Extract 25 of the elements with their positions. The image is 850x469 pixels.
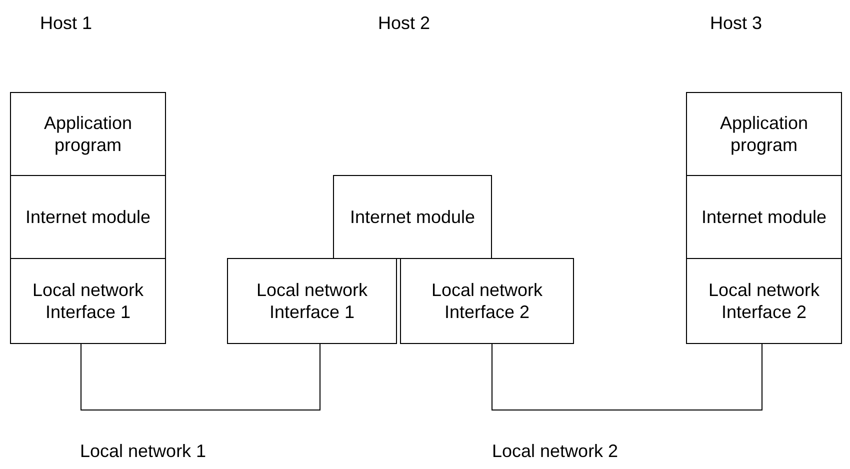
- layer-box: [10, 175, 166, 259]
- edge-label: Local network 1: [80, 440, 206, 462]
- layer-box: [333, 175, 492, 259]
- host-label: Host 2: [378, 12, 430, 34]
- box-label: Application program: [42, 112, 134, 156]
- layer-box: [10, 92, 166, 176]
- connector-line: [492, 344, 762, 410]
- box-label: Internet module: [350, 206, 476, 228]
- connector-line: [80, 344, 320, 410]
- layer-box: [686, 92, 842, 176]
- box-label: Internet module: [701, 206, 827, 228]
- edge-label: Local network 2: [492, 440, 618, 462]
- layer-box: [10, 258, 166, 344]
- box-label: Local network Interface 2: [430, 279, 544, 323]
- host-label: Host 3: [710, 12, 762, 34]
- box-label: Application program: [718, 112, 810, 156]
- layer-box: [400, 258, 574, 344]
- box-label: Local network Interface 1: [255, 279, 369, 323]
- layer-box: [686, 258, 842, 344]
- layer-box: [686, 175, 842, 259]
- box-label: Local network Interface 2: [707, 279, 821, 323]
- box-label: Local network Interface 1: [31, 279, 145, 323]
- box-label: Internet module: [25, 206, 151, 228]
- host-label: Host 1: [40, 12, 92, 34]
- layer-box: [227, 258, 397, 344]
